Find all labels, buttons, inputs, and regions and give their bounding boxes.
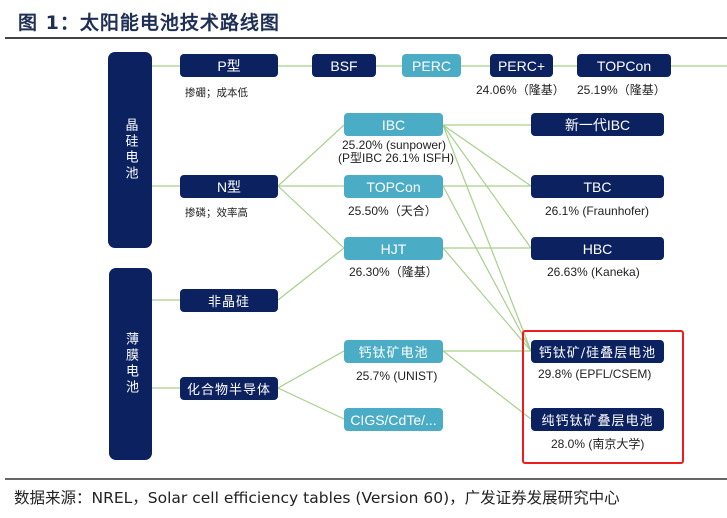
node-label: CIGS/CdTe/...	[350, 411, 437, 428]
node-label: TBC	[583, 178, 612, 195]
node-label: 钙钛矿/硅叠层电池	[538, 346, 657, 361]
source-divider	[5, 478, 727, 480]
note-tbc: 26.1% (Fraunhofer)	[545, 204, 650, 218]
node-label: 新一代IBC	[564, 116, 631, 133]
node-hbc[interactable]: HBC	[531, 237, 664, 260]
node-label: BSF	[330, 57, 358, 74]
node-label: P型	[217, 57, 241, 74]
node-label: TOPCon	[596, 57, 652, 74]
node-hjt[interactable]: HJT	[344, 237, 443, 260]
edge-hjt-tandem	[442, 247, 532, 352]
node-topcon[interactable]: TOPCon	[344, 175, 443, 198]
note-perovskite: 25.7% (UNIST)	[356, 369, 438, 383]
edge-ntype-ibc	[277, 124, 345, 187]
note-n-type: 掺磷；效率高	[185, 207, 248, 219]
node-amorphous-silicon[interactable]: 非晶硅	[180, 289, 278, 312]
node-label: IBC	[381, 116, 406, 133]
note-ibc-1: 25.20% (sunpower)	[341, 138, 447, 152]
node-label: 化合物半导体	[186, 383, 271, 398]
node-label: PERC	[412, 57, 451, 74]
node-label: N型	[216, 178, 242, 195]
edge-amorphous-hjt	[277, 247, 345, 301]
node-perovskite[interactable]: 钙钛矿电池	[344, 340, 443, 363]
node-perovskite-silicon-tandem[interactable]: 钙钛矿/硅叠层电池	[531, 340, 664, 363]
node-compound-semiconductor[interactable]: 化合物半导体	[180, 377, 278, 400]
edge-ntype-hjt	[277, 185, 345, 249]
node-ibc[interactable]: IBC	[344, 113, 443, 136]
note-perc-plus: 24.06%（隆基）	[476, 83, 565, 97]
node-new-ibc[interactable]: 新一代IBC	[531, 113, 664, 136]
title-divider	[5, 37, 727, 39]
node-label: PERC+	[497, 57, 546, 74]
node-label: 钙钛矿电池	[358, 346, 429, 361]
node-label: 纯钙钛矿叠层电池	[541, 414, 654, 429]
node-topcon-p[interactable]: TOPCon	[577, 54, 671, 77]
node-tbc[interactable]: TBC	[531, 175, 664, 198]
note-hjt: 26.30%（隆基）	[349, 265, 438, 279]
node-cigs-cdte[interactable]: CIGS/CdTe/...	[344, 408, 443, 431]
edge-ibc-tandem	[442, 124, 532, 352]
note-topcon: 25.50%（天合）	[348, 204, 437, 218]
tandem-highlight-box	[522, 330, 684, 464]
category-thin-film[interactable]: 薄膜电池	[109, 268, 152, 460]
category-crystalline-silicon[interactable]: 晶硅电池	[108, 52, 152, 248]
node-perc-plus[interactable]: PERC+	[490, 54, 553, 77]
edge-topcon-tandem	[442, 185, 532, 352]
edge-perovskite-allperov	[442, 350, 532, 420]
figure-title: 图 1：太阳能电池技术路线图	[18, 12, 280, 34]
edge-ibc-tbc	[442, 124, 532, 187]
node-perc[interactable]: PERC	[402, 54, 461, 77]
note-p-type: 掺硼；成本低	[185, 87, 248, 99]
source-note: 数据来源：NREL，Solar cell efficiency tables (…	[14, 489, 620, 507]
node-label: HBC	[582, 240, 613, 257]
node-p-type[interactable]: P型	[180, 54, 278, 77]
node-all-perovskite-tandem[interactable]: 纯钙钛矿叠层电池	[531, 408, 664, 431]
node-label: 非晶硅	[207, 295, 250, 310]
node-label: HJT	[380, 240, 407, 257]
node-bsf[interactable]: BSF	[312, 54, 376, 77]
note-hbc: 26.63% (Kaneka)	[547, 265, 640, 279]
edge-compound-cigs	[277, 387, 345, 420]
note-all-perovskite-tandem: 28.0% (南京大学)	[551, 437, 645, 451]
node-n-type[interactable]: N型	[180, 175, 278, 198]
note-topcon-p: 25.19%（隆基）	[577, 83, 666, 97]
note-ibc-2: (P型IBC 26.1% ISFH)	[338, 151, 455, 165]
node-label: TOPCon	[366, 178, 421, 195]
edge-compound-perovskite	[277, 350, 345, 389]
note-perovskite-silicon-tandem: 29.8% (EPFL/CSEM)	[538, 367, 652, 381]
